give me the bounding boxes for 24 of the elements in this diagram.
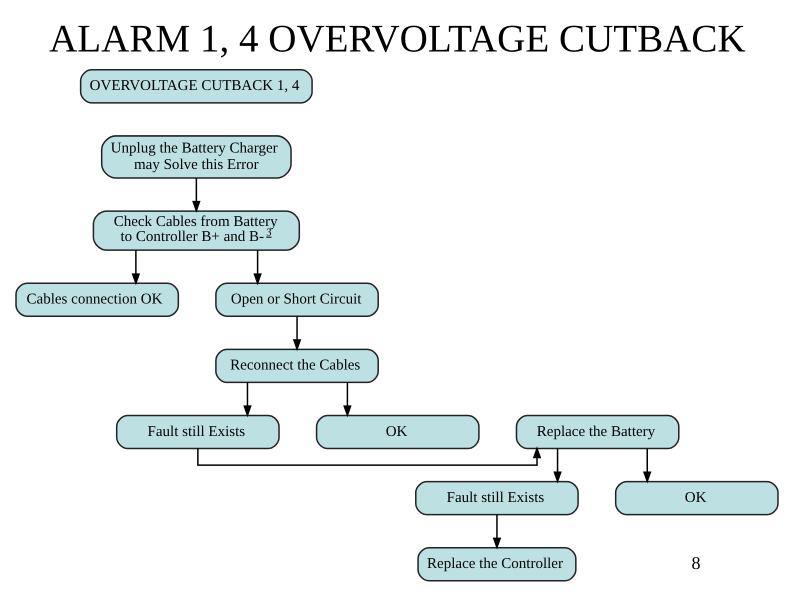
arrow xyxy=(192,178,200,213)
node-box: Replace the Battery xyxy=(515,414,680,450)
node-box: OVERVOLTAGE CUTBACK 1, 4 xyxy=(79,69,312,104)
node-box: Check Cables from Battery to Controller B+ and B-$^{3}$ xyxy=(92,210,300,251)
arrow xyxy=(196,446,541,466)
node-box: OK xyxy=(614,480,778,516)
arrow xyxy=(131,250,140,286)
node-box: Open or Short Circuit xyxy=(214,282,378,318)
arrow xyxy=(242,382,252,418)
node-box: Cables connection OK xyxy=(14,282,179,318)
node-box: Replace the Controller xyxy=(416,546,576,582)
arrow xyxy=(252,250,262,286)
arrow xyxy=(342,382,352,418)
node-box: Unplug the Battery Charger may Solve this Error xyxy=(100,135,292,179)
arrow xyxy=(642,448,651,484)
arrow xyxy=(552,448,562,484)
node-box: Reconnect the Cables xyxy=(214,348,378,384)
node-box: OK xyxy=(315,414,480,450)
arrow xyxy=(492,514,501,550)
arrow xyxy=(292,316,301,352)
label: 8 xyxy=(691,552,700,573)
node-box: Fault still Exists xyxy=(414,480,578,516)
diagram-title: ALARM 1, 4 OVERVOLTAGE CUTBACK xyxy=(48,17,746,60)
node-box: Fault still Exists xyxy=(115,414,280,450)
